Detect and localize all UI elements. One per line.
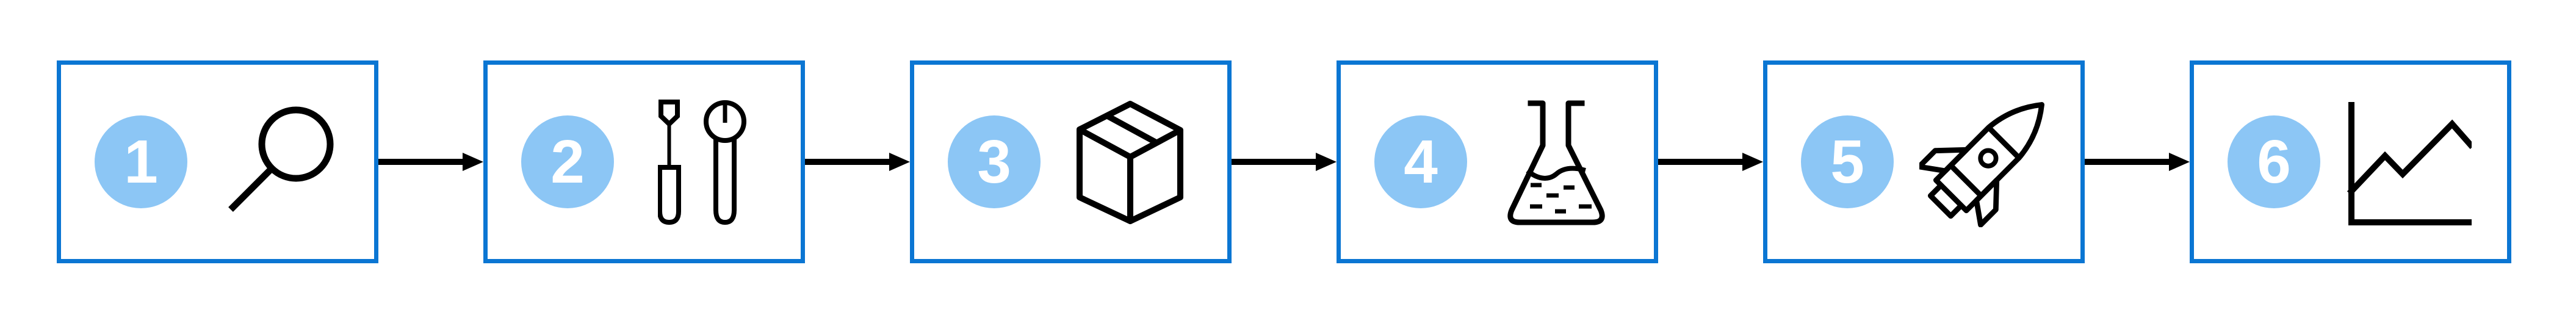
step-box-2: 2 — [483, 60, 805, 263]
step-box-6: 6 — [2190, 60, 2511, 263]
step-number-badge: 3 — [948, 115, 1041, 208]
step-number-badge: 5 — [1801, 115, 1894, 208]
flask-icon — [1507, 100, 1605, 225]
flow-arrow-right-icon — [378, 147, 483, 177]
step-box-5: 5 — [1763, 60, 2085, 263]
package-icon — [1076, 101, 1184, 224]
step-number-badge: 4 — [1374, 115, 1467, 208]
flow-arrow-right-icon — [805, 147, 910, 177]
flow-arrow-right-icon — [1658, 147, 1763, 177]
step-number-badge: 1 — [95, 115, 187, 208]
step-number-badge: 6 — [2228, 115, 2320, 208]
flow-arrow-right-icon — [1232, 147, 1337, 177]
step-box-1: 1 — [57, 60, 378, 263]
chart-icon — [2347, 102, 2472, 227]
tools-icon — [658, 100, 749, 225]
rocket-icon — [1919, 102, 2044, 227]
step-number-badge: 2 — [521, 115, 614, 208]
step-box-3: 3 — [910, 60, 1232, 263]
magnifier-icon — [226, 106, 334, 215]
step-box-4: 4 — [1337, 60, 1658, 263]
flow-arrow-right-icon — [2085, 147, 2190, 177]
